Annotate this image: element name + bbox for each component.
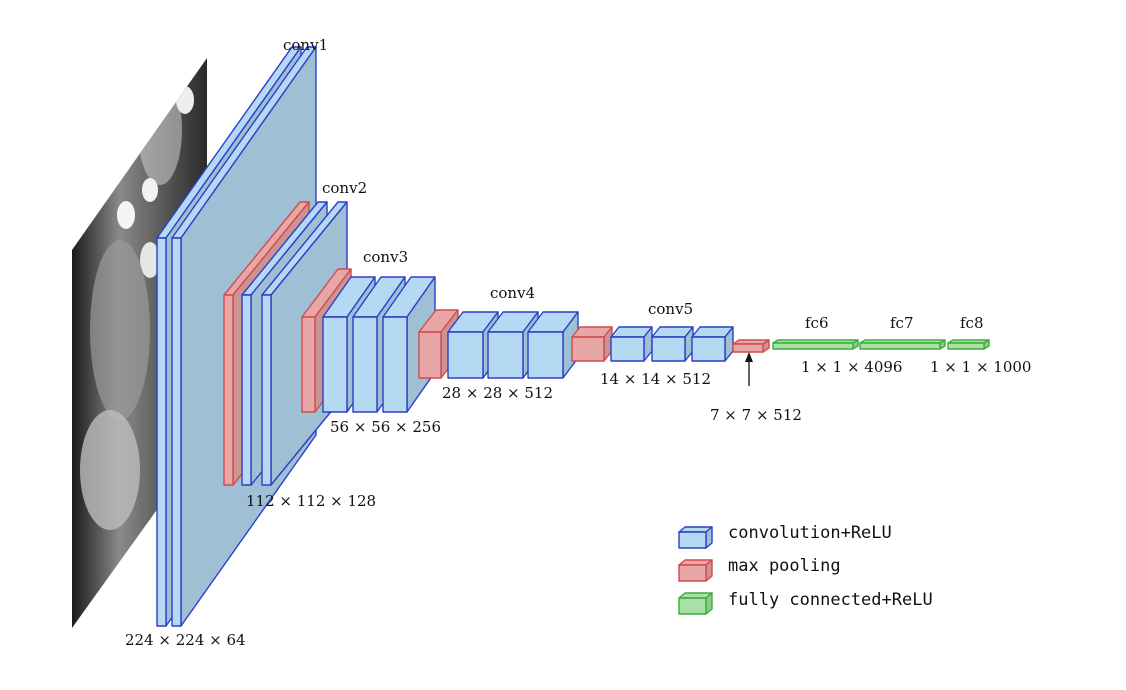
legend-fc-swatch [678, 592, 713, 615]
label-fc8: fc8 [960, 314, 984, 332]
label-fc6: fc6 [805, 314, 829, 332]
conv5-slab-3 [691, 326, 734, 362]
label-conv2: conv2 [322, 179, 367, 197]
label-conv4: conv4 [490, 284, 535, 302]
pool5-block [732, 339, 770, 353]
conv5-slab-1 [610, 326, 653, 362]
dim-28: 28 × 28 × 512 [442, 384, 553, 402]
pool4-block [571, 326, 613, 362]
dim-224: 224 × 224 × 64 [125, 631, 246, 649]
conv4-slab-3 [527, 311, 579, 379]
legend-fc-label: fully connected+ReLU [728, 590, 933, 610]
label-conv5: conv5 [648, 300, 693, 318]
conv5-slab-2 [651, 326, 694, 362]
label-conv3: conv3 [363, 248, 408, 266]
layer-blocks [156, 46, 990, 627]
fc6-block [772, 339, 859, 350]
dim-4096: 1 × 1 × 4096 [801, 358, 902, 376]
legend-conv-swatch [678, 526, 713, 549]
label-fc7: fc7 [890, 314, 914, 332]
legend-pool-swatch [678, 559, 713, 582]
dim-14: 14 × 14 × 512 [600, 370, 711, 388]
dim-56: 56 × 56 × 256 [330, 418, 441, 436]
dim-7: 7 × 7 × 512 [710, 406, 802, 424]
pool5-arrow [745, 352, 753, 386]
label-conv1: conv1 [283, 36, 328, 54]
fc8-block [947, 339, 990, 350]
dim-1000: 1 × 1 × 1000 [930, 358, 1031, 376]
legend: convolution+ReLU max pooling fully conne… [678, 523, 933, 615]
dim-112: 112 × 112 × 128 [246, 492, 376, 510]
fc7-block [859, 339, 946, 350]
legend-pool-label: max pooling [728, 556, 841, 576]
legend-conv-label: convolution+ReLU [728, 523, 892, 543]
